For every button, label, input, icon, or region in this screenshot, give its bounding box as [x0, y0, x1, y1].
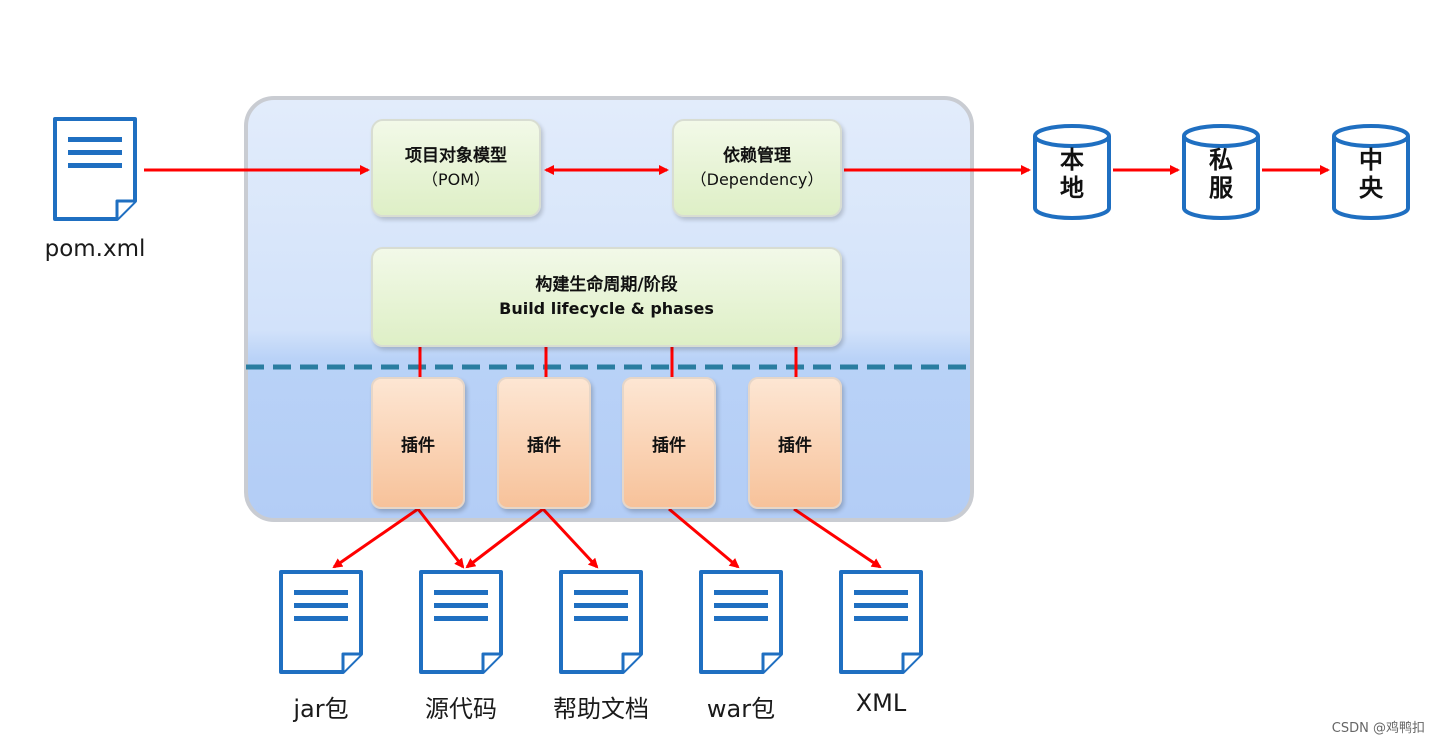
- arrow-plugin1-to-jar: [332, 507, 419, 569]
- local-repo-label: 本 地: [1032, 146, 1112, 202]
- local-repo-line2: 地: [1060, 174, 1084, 202]
- war-label: war包: [706, 695, 776, 723]
- dependency-box: 依赖管理 （Dependency）: [672, 119, 842, 217]
- central-repo-line2: 央: [1359, 174, 1383, 202]
- lifecycle-box: 构建生命周期/阶段 Build lifecycle & phases: [371, 247, 842, 347]
- pom-model-box: 项目对象模型 （POM）: [371, 119, 541, 217]
- private-repo-line2: 服: [1209, 174, 1233, 202]
- arrow-plugin3-to-war: [668, 507, 740, 569]
- plugin-box-4: 插件: [748, 377, 842, 509]
- private-repo-line1: 私: [1209, 146, 1233, 174]
- central-repo-line1: 中: [1359, 146, 1383, 174]
- jar-label: jar包: [293, 695, 349, 723]
- arrow-plugin2-to-javadoc: [541, 507, 599, 569]
- war-document-icon: [699, 570, 783, 674]
- arrow-plugin1-to-source: [416, 508, 465, 569]
- plugin-label: 插件: [652, 435, 686, 456]
- plugin-label: 插件: [401, 435, 435, 456]
- javadoc-label: 帮助文档: [553, 695, 649, 723]
- lifecycle-subtitle: Build lifecycle & phases: [499, 299, 714, 318]
- dependency-title: 依赖管理: [723, 146, 791, 166]
- javadoc-document-icon: [559, 570, 643, 674]
- arrow-plugin4-to-xml: [793, 507, 882, 569]
- pom-model-subtitle: （POM）: [421, 170, 491, 189]
- source-document-icon: [419, 570, 503, 674]
- watermark-credit: CSDN @鸡鸭扣: [1331, 721, 1425, 736]
- plugin-box-3: 插件: [622, 377, 716, 509]
- arrow-plugin2-to-source: [465, 507, 544, 569]
- jar-document-icon: [279, 570, 363, 674]
- pom-document-icon: [53, 117, 137, 221]
- dependency-subtitle: （Dependency）: [690, 170, 824, 189]
- plugin-label: 插件: [778, 435, 812, 456]
- plugin-box-2: 插件: [497, 377, 591, 509]
- lifecycle-title: 构建生命周期/阶段: [535, 275, 678, 295]
- pom-model-title: 项目对象模型: [405, 146, 507, 166]
- local-repo-line1: 本: [1060, 146, 1084, 174]
- xml-label: XML: [855, 689, 907, 717]
- source-label: 源代码: [425, 695, 497, 723]
- plugin-label: 插件: [527, 435, 561, 456]
- private-repo-label: 私 服: [1181, 146, 1261, 202]
- plugin-box-1: 插件: [371, 377, 465, 509]
- central-repo-label: 中 央: [1331, 146, 1411, 202]
- xml-document-icon: [839, 570, 923, 674]
- pom-file-label: pom.xml: [44, 236, 146, 262]
